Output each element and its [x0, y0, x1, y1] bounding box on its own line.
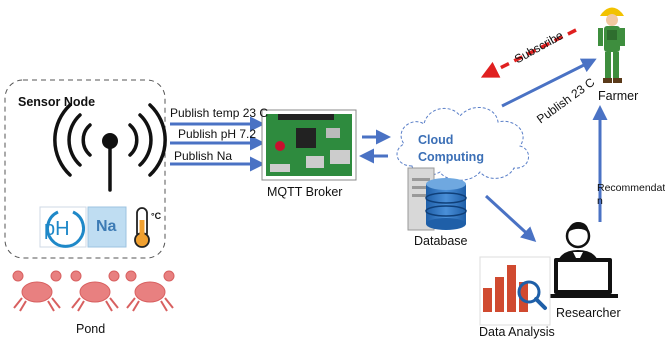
- ph-label: pH: [44, 218, 70, 240]
- temp-unit-label: °C: [151, 211, 162, 221]
- database-server-icon: [407, 167, 467, 231]
- na-sensor-icon: [87, 206, 127, 248]
- farmer-label: Farmer: [598, 89, 639, 103]
- subscribe-arrow: [480, 28, 577, 78]
- antenna-signal-icon: [53, 103, 167, 192]
- crab-icon: [125, 270, 175, 312]
- mqtt-broker-label: MQTT Broker: [267, 185, 343, 199]
- antenna-tip-icon: [102, 133, 118, 149]
- sensor-node-title: Sensor Node: [18, 95, 96, 109]
- publish-na-label: Publish Na: [174, 149, 233, 163]
- crab-icon: [12, 270, 62, 312]
- researcher-icon: [548, 222, 618, 298]
- crab-icon: [70, 270, 120, 312]
- cloud-to-researcher-arrow: [484, 194, 537, 243]
- publish-temp-label: Publish temp 23 C: [170, 106, 269, 120]
- thermometer-icon: [134, 207, 150, 248]
- cloud-label-line1: Cloud: [418, 133, 454, 147]
- pond-label: Pond: [76, 322, 106, 336]
- ph-sensor-icon: [39, 206, 87, 248]
- database-label: Database: [414, 234, 468, 248]
- na-label: Na: [96, 218, 117, 235]
- cloud-to-farmer-arrow: [501, 58, 597, 108]
- cloud-computing-label: Cloud Computing: [404, 132, 514, 166]
- researcher-label: Researcher: [556, 306, 621, 320]
- publish-ph-label: Publish pH 7.2: [178, 127, 257, 141]
- cloud-label-line2: Computing: [418, 150, 484, 164]
- raspberry-pi-board-icon: [261, 109, 357, 181]
- farmer-icon: [598, 7, 625, 83]
- recommendation-label: Recommendatio n: [597, 182, 665, 207]
- data-analysis-icon: [479, 256, 551, 326]
- data-analysis-label: Data Analysis: [479, 325, 555, 339]
